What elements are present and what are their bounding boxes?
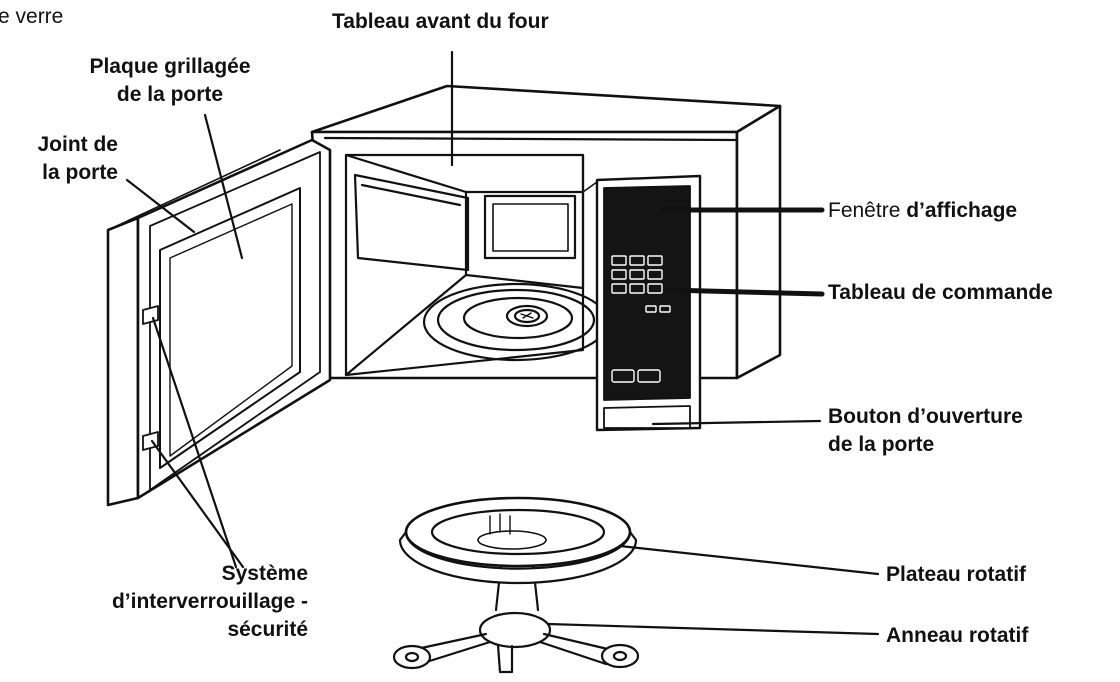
label-ring: Anneau rotatif (886, 624, 1029, 647)
label-door-button-line1: Bouton d’ouverture (828, 405, 1023, 428)
label-door-seal: Joint de la porte (8, 131, 118, 187)
label-interlock: Système d’interverrouillage - sécurité (30, 560, 308, 644)
label-turntable: Plateau rotatif (886, 563, 1027, 586)
label-glass-partial: e verre (0, 5, 64, 28)
label-door-mesh: Plaque grillagée de la porte (60, 53, 280, 109)
label-door-button-line2: de la porte (828, 433, 935, 456)
label-door-mesh-line1: Plaque grillagée (89, 55, 251, 78)
label-front-panel: Tableau avant du four (332, 10, 549, 33)
label-display-window-suffix: d’affichage (906, 199, 1018, 222)
turntable-assembly (392, 496, 640, 674)
label-door-mesh-line2: de la porte (116, 83, 224, 106)
leader-lines (125, 50, 880, 636)
label-display-window: Fenêtre d’affichage (828, 197, 1017, 225)
panel-button-glyphs (611, 255, 671, 383)
label-door-button: Bouton d’ouverture de la porte (828, 403, 1023, 459)
label-interlock-line2: d’interverrouillage - (111, 590, 308, 613)
label-door-seal-line2: la porte (42, 161, 118, 184)
oven-door (106, 138, 332, 507)
label-interlock-line1: Système (221, 562, 308, 585)
label-control-panel: Tableau de commande (828, 281, 1053, 304)
label-interlock-line3: sécurité (227, 618, 308, 641)
label-door-seal-line1: Joint de (37, 133, 118, 156)
cavity-turntable (422, 282, 610, 362)
label-display-window-prefix: Fenêtre (828, 199, 907, 222)
oven-cavity (344, 153, 598, 377)
control-panel (595, 174, 702, 432)
